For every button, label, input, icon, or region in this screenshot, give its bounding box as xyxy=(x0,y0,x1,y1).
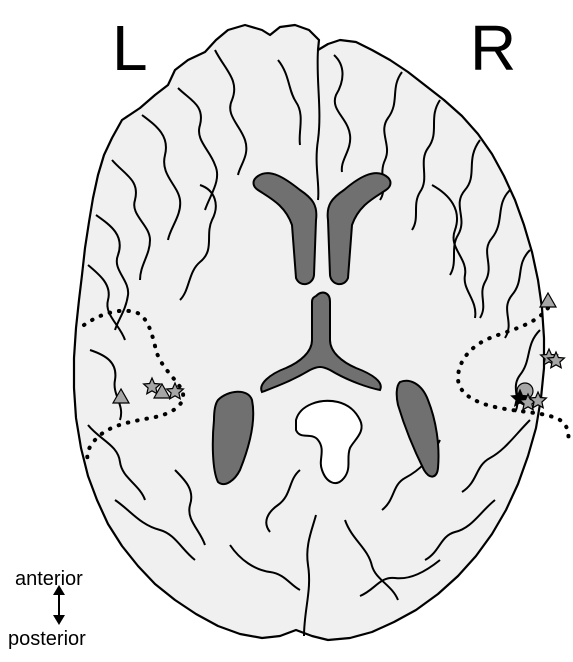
left-hemisphere-label: L xyxy=(112,12,148,84)
orientation-arrow-icon xyxy=(53,585,65,625)
right-marker-triangle-1 xyxy=(540,293,556,307)
posterior-label: posterior xyxy=(8,628,86,650)
anterior-label: anterior xyxy=(15,568,83,590)
right-hemisphere-label: R xyxy=(470,12,516,84)
